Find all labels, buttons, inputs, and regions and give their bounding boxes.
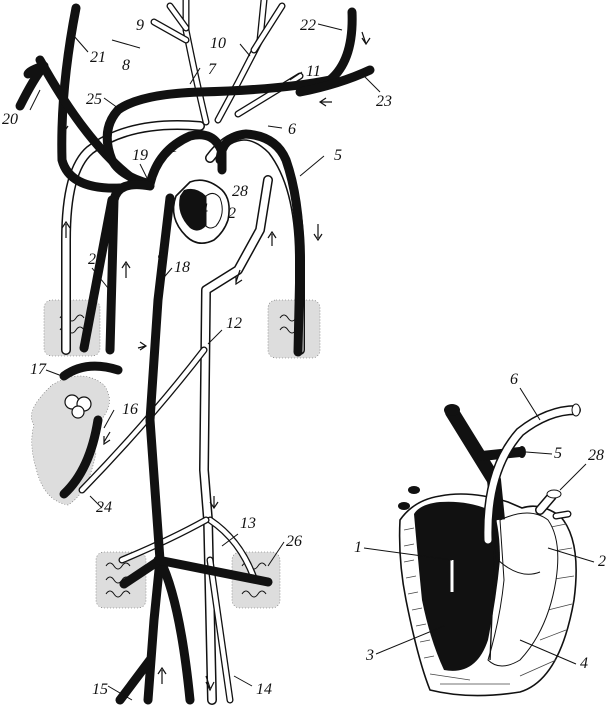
label-13: 13: [240, 515, 256, 532]
label-1: 1: [170, 139, 178, 156]
label-7: 7: [208, 61, 217, 78]
label-27: 27: [88, 251, 105, 268]
label-15: 15: [92, 681, 108, 698]
label-5: 5: [334, 147, 342, 164]
precava: [145, 130, 227, 189]
label-21: 21: [90, 49, 106, 66]
label-11: 11: [306, 63, 321, 80]
vein-20: [15, 61, 49, 111]
label-20: 20: [2, 111, 18, 128]
label-9: 9: [136, 17, 144, 34]
label-16: 16: [122, 401, 138, 418]
capillary-bed-liver: [31, 375, 110, 506]
jugular-vein: [57, 3, 125, 193]
label-26: 26: [286, 533, 302, 550]
label-17: 17: [30, 361, 47, 378]
label-23: 23: [376, 93, 392, 110]
label-28: 28: [232, 183, 248, 200]
label-2: 2: [228, 205, 236, 222]
label-3: 3: [157, 245, 166, 262]
vein-22: [102, 7, 357, 189]
inset-label-1: 1: [354, 539, 362, 556]
label-19: 19: [132, 147, 148, 164]
capillary-bed-left-leg: [95, 551, 147, 609]
label-24: 24: [96, 499, 112, 516]
label-18: 18: [174, 259, 190, 276]
label-10: 10: [210, 35, 226, 52]
label-4: 4: [200, 201, 208, 218]
label-22: 22: [300, 17, 316, 34]
main-labels: 1 2 3 4 5 6 7 8 9 10 11 12 13 14 15 16 1…: [2, 17, 392, 701]
vein-15: [115, 655, 155, 705]
heart-wall-hatching: [403, 523, 575, 685]
inset-label-2: 2: [598, 553, 606, 570]
label-14: 14: [256, 681, 272, 698]
label-8: 8: [122, 57, 130, 74]
vena-cava: [143, 193, 175, 705]
inset-label-6: 6: [510, 371, 518, 388]
inset-labels: 1 2 3 4 5 6 28: [354, 371, 606, 672]
label-12: 12: [226, 315, 242, 332]
inset-label-5: 5: [554, 445, 562, 462]
heart-main: [172, 179, 230, 244]
inset-label-28: 28: [588, 447, 604, 464]
hepatic-portal-vein: [59, 415, 103, 499]
vein-5: [215, 129, 305, 357]
venous-vessels: [15, 3, 375, 705]
label-25: 25: [86, 91, 102, 108]
label-6: 6: [288, 121, 296, 138]
hepatic-vein: [59, 361, 123, 381]
inset-label-4: 4: [580, 655, 588, 672]
inset-label-3: 3: [365, 647, 374, 664]
vein-23: [295, 65, 375, 97]
